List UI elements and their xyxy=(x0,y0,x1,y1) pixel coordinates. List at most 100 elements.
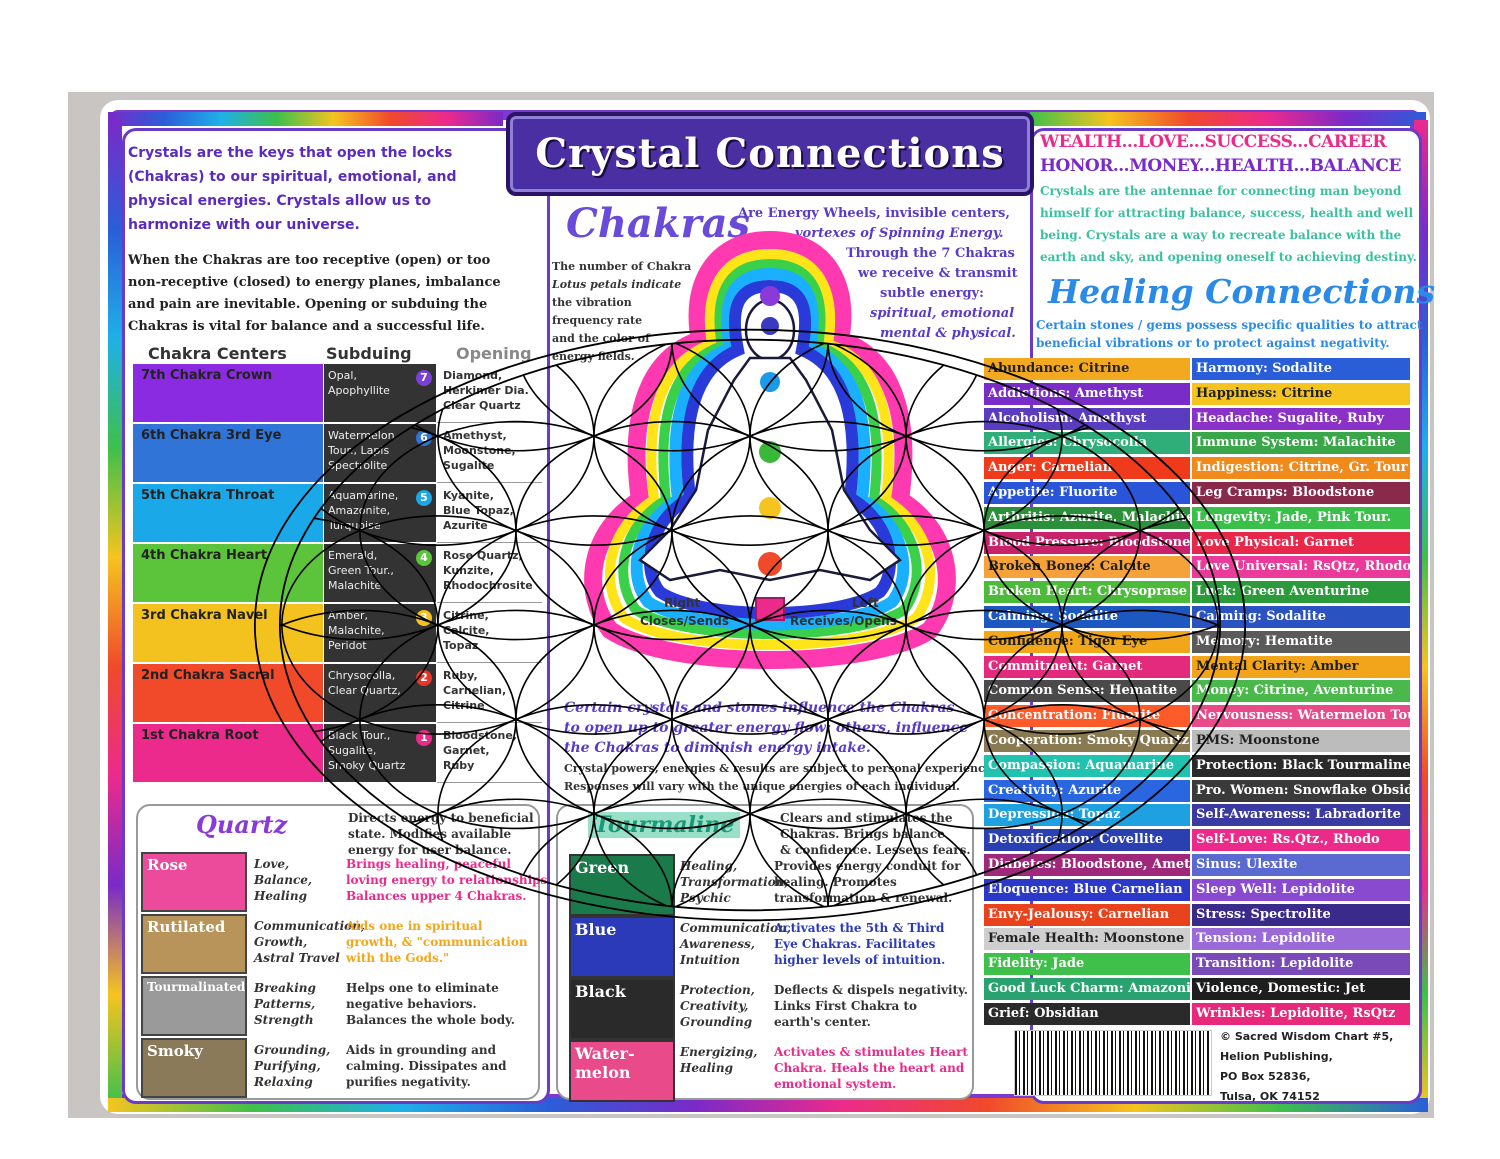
intro-line: Crystals are the keys that open the lock… xyxy=(128,145,453,161)
healing-entry: Tension: Lepidolite xyxy=(1192,928,1410,951)
healing-entry: Abundance: Citrine xyxy=(984,358,1190,380)
healing-entry: Concentration: Fluorite xyxy=(984,705,1190,728)
subduing-cell: Black Tour., Sugalite, Smoky Quartz 1 xyxy=(324,724,436,782)
tourmaline-keywords: Communication, Awareness, Intuition xyxy=(680,921,792,967)
healing-entry: Calming: Sodalite xyxy=(984,606,1190,628)
tourmaline-label: Green xyxy=(575,858,630,877)
tourmaline-intro: Chakras. Brings balance xyxy=(780,827,945,841)
opening-stones: Diamond, Herkimer Dia. Clear Quartz xyxy=(443,369,529,412)
wealth-paragraph: Crystals are the antennae for connecting… xyxy=(1040,184,1402,198)
petal-note: the vibration xyxy=(552,296,632,309)
chakra-name: 5th Chakra Throat xyxy=(141,488,275,503)
healing-entry: Stress: Spectrolite xyxy=(1192,903,1410,926)
tourmaline-tile: Green xyxy=(569,854,675,916)
opening-stones: Bloodstone, Garnet, Ruby xyxy=(443,729,517,772)
chakra-number: 1 xyxy=(416,730,432,746)
healing-heading: Healing Connections xyxy=(1048,272,1435,311)
healing-entry: Money: Citrine, Aventurine xyxy=(1192,680,1410,703)
opening-cell: Ruby, Carnelian, Citrine xyxy=(437,664,542,723)
healing-entry: Allergies: Chrysocolla xyxy=(984,432,1190,455)
healing-entry: Good Luck Charm: Amazonite xyxy=(984,978,1190,1000)
healing-entry: Leg Cramps: Bloodstone xyxy=(1192,482,1410,504)
rainbow-border-top-right xyxy=(1030,112,1426,126)
chakra-number: 3 xyxy=(416,610,432,626)
healing-entry: Mental Clarity: Amber xyxy=(1192,655,1410,678)
chakra-row: 6th Chakra 3rd Eye xyxy=(133,424,323,482)
disclaimer: Crystal powers, energies & results are s… xyxy=(564,762,996,775)
wealth-line: HONOR...MONEY...HEALTH...BALANCE xyxy=(1040,156,1401,176)
chakras-heading: Chakras xyxy=(566,200,751,247)
chakra-name: 2nd Chakra Sacral xyxy=(141,668,275,683)
healing-entry: Violence, Domestic: Jet xyxy=(1192,978,1410,1000)
tourmaline-effect: Activates & stimulates Heart Chakra. Hea… xyxy=(774,1045,968,1091)
chakra-name: 4th Chakra Heart xyxy=(141,548,268,563)
healing-entry: Nervousness: Watermelon Tour. xyxy=(1192,705,1410,728)
chakra-row: 4th Chakra Heart xyxy=(133,544,323,602)
healing-entry: Depression: Topaz xyxy=(984,804,1190,827)
tourmaline-heading: Tourmaline xyxy=(588,812,741,838)
meditating-figure-illustration xyxy=(584,230,956,669)
quartz-effect: Helps one to eliminate negative behavior… xyxy=(346,981,515,1027)
petal-note: The number of Chakra xyxy=(552,260,692,273)
opening-cell: Amethyst, Moonstone, Sugalite xyxy=(437,424,542,483)
footer-line: PO Box 52836, xyxy=(1220,1070,1311,1083)
quartz-effect: Brings healing, peaceful loving energy t… xyxy=(346,857,552,903)
chakras-lead: we receive & transmit xyxy=(858,266,1018,281)
tourmaline-intro: & confidence. Lessens fears. xyxy=(780,843,971,857)
wealth-line: WEALTH...LOVE...SUCCESS...CAREER xyxy=(1040,132,1386,152)
intro-body: When the Chakras are too receptive (open… xyxy=(128,253,491,268)
opening-stones: Amethyst, Moonstone, Sugalite xyxy=(443,429,516,472)
quartz-keywords: Breaking Patterns, Strength xyxy=(254,981,316,1027)
intro-line: (Chakras) to our spiritual, emotional, a… xyxy=(128,169,457,185)
disclaimer: Responses will vary with the unique ener… xyxy=(564,780,960,793)
chakra-name: 7th Chakra Crown xyxy=(141,368,273,383)
influence-text: Certain crystals and stones influence th… xyxy=(564,700,955,716)
healing-entry: Broken Heart: Chrysoprase xyxy=(984,581,1190,604)
opening-cell: Diamond, Herkimer Dia. Clear Quartz xyxy=(437,364,542,423)
healing-entry: Longevity: Jade, Pink Tour. xyxy=(1192,506,1410,529)
barcode xyxy=(1014,1030,1212,1096)
quartz-intro: state. Modifies available xyxy=(348,827,512,841)
quartz-label: Rose xyxy=(147,856,188,874)
opening-cell: Bloodstone, Garnet, Ruby xyxy=(437,724,542,783)
left-hand-label: Left xyxy=(852,596,879,610)
chakra-name: 3rd Chakra Navel xyxy=(141,608,268,623)
subduing-stones: Watermelon Tour., Lapis Spectrolite xyxy=(328,429,395,472)
healing-entry: Harmony: Sodalite xyxy=(1192,358,1410,380)
tourmaline-effect: Activates the 5th & Third Eye Chakras. F… xyxy=(774,921,946,967)
intro-body: and pain are inevitable. Opening or subd… xyxy=(128,297,488,312)
tourmaline-label: Water- melon xyxy=(575,1044,635,1082)
tourmaline-effect: Provides energy conduit for healing. Pro… xyxy=(774,859,961,905)
healing-entry: Calming: Sodalite xyxy=(1192,606,1410,628)
healing-entry: Anger: Carnelian xyxy=(984,457,1190,480)
wealth-paragraph: being. Crystals are a way to recreate ba… xyxy=(1040,228,1402,242)
healing-entry: Commitment: Garnet xyxy=(984,655,1190,678)
quartz-label: Rutilated xyxy=(147,918,226,936)
chakra-row: 7th Chakra Crown xyxy=(133,364,323,422)
quartz-keywords: Communication, Growth, Astral Travel xyxy=(254,919,366,965)
healing-entry: Cooperation: Smoky Quartz xyxy=(984,730,1190,752)
chakras-lead: Are Energy Wheels, invisible centers, xyxy=(738,206,1010,221)
healing-subtitle: Certain stones / gems possess specific q… xyxy=(1036,318,1423,332)
healing-entry: Broken Bones: Calcite xyxy=(984,556,1190,579)
chakra-row: 5th Chakra Throat xyxy=(133,484,323,542)
subduing-stones: Amber, Malachite, Peridot xyxy=(328,609,385,652)
healing-entry: Sinus: Ulexite xyxy=(1192,854,1410,876)
header-opening: Opening xyxy=(456,344,532,363)
influence-text: to open up to greater energy flow; other… xyxy=(564,720,969,736)
opening-stones: Ruby, Carnelian, Citrine xyxy=(443,669,507,712)
opening-cell: Kyanite, Blue Topaz, Azurite xyxy=(437,484,542,543)
header-chakra-centers: Chakra Centers xyxy=(148,344,287,363)
subduing-stones: Black Tour., Sugalite, Smoky Quartz xyxy=(328,729,406,772)
tourmaline-keywords: Energizing, Healing xyxy=(680,1045,758,1075)
quartz-tile: Smoky xyxy=(141,1038,247,1098)
healing-entry: Confidence: Tiger Eye xyxy=(984,630,1190,653)
healing-entry: Pro. Women: Snowflake Obsid. xyxy=(1192,779,1410,802)
quartz-heading: Quartz xyxy=(196,810,288,839)
quartz-keywords: Grounding, Purifying, Relaxing xyxy=(254,1043,331,1089)
title-banner: Crystal Connections xyxy=(506,112,1034,196)
intro-line: harmonize with our universe. xyxy=(128,217,360,233)
